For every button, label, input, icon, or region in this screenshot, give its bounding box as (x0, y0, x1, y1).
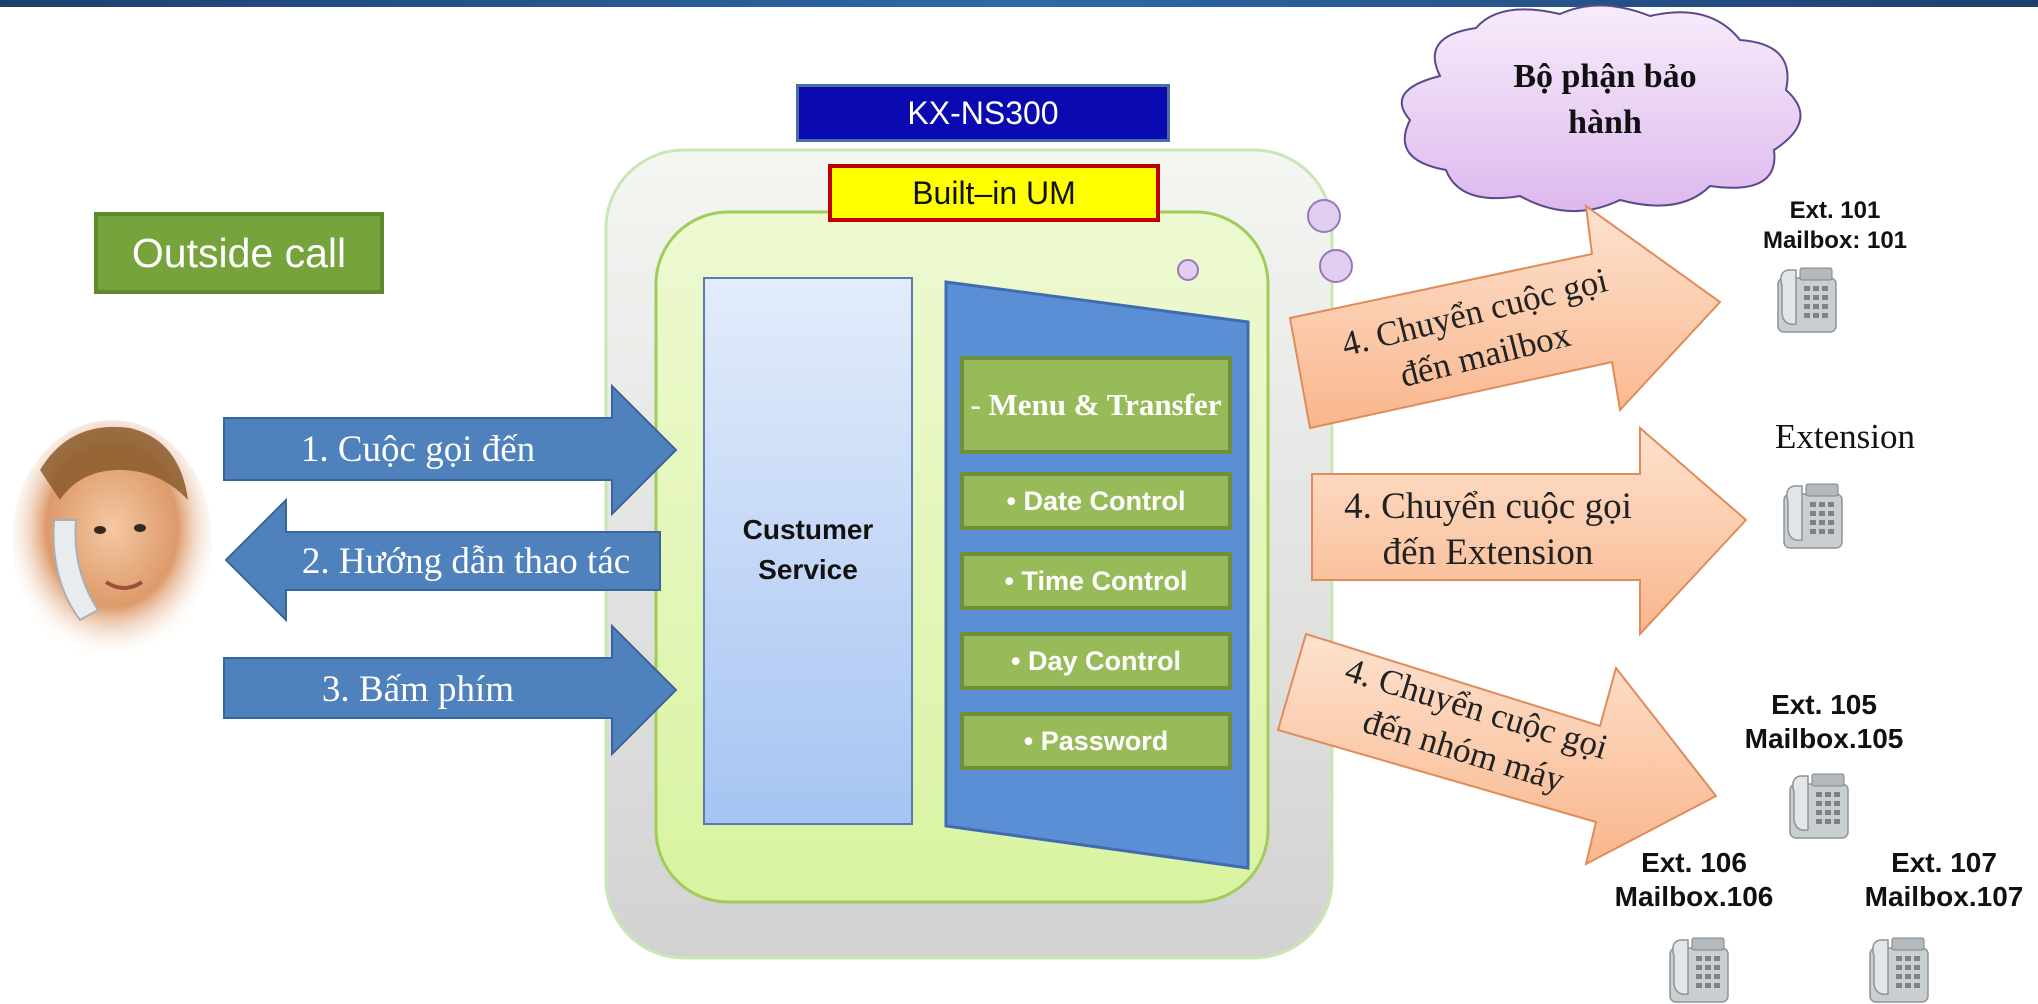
ext-107-mailbox: Mailbox.107 (1864, 881, 2024, 912)
menu-transfer-text: - Menu & Transfer (970, 387, 1222, 422)
top-accent-bar (0, 0, 2038, 7)
builtin-um-title: Built–in UM (828, 164, 1160, 222)
thought-bubble-3 (1177, 259, 1199, 281)
extension-label: Extension (1740, 412, 1950, 462)
time-control-item: • Time Control (960, 552, 1232, 610)
desk-phone-icon (1783, 483, 1843, 549)
arrow-incoming-call-label: 1. Cuộc gọi đến (224, 420, 612, 478)
customer-service-panel (703, 277, 913, 825)
outside-call-text: Outside call (131, 229, 347, 276)
arrow-press-key (223, 623, 678, 757)
extension-text: Extension (1775, 417, 1915, 456)
day-control-item: • Day Control (960, 632, 1232, 690)
time-control-text: • Time Control (1004, 566, 1188, 596)
arrow-to-extension-label: 4. Chuyển cuộc gọi đến Extension (1318, 480, 1658, 580)
ext-107-label: Ext. 107 Mailbox.107 (1852, 846, 2036, 914)
ext-101-number: Ext. 101 (1789, 197, 1881, 224)
password-item: • Password (960, 712, 1232, 770)
arrow-instructions-text: 2. Hướng dẫn thao tác (301, 540, 631, 582)
menu-transfer-item: - Menu & Transfer (960, 356, 1232, 454)
cloud-shape (1400, 4, 1802, 213)
ext-106-number: Ext. 106 (1641, 847, 1747, 878)
thought-bubble-2 (1319, 249, 1353, 283)
arrow-instructions-label: 2. Hướng dẫn thao tác (270, 534, 662, 588)
customer-service-text: Custumer Service (742, 514, 874, 585)
kx-ns300-title: KX-NS300 (796, 84, 1170, 142)
arrow-press-key-label: 3. Bấm phím (224, 660, 612, 718)
ext-106-label: Ext. 106 Mailbox.106 (1596, 846, 1792, 914)
ext-105-label: Ext. 105 Mailbox.105 (1724, 688, 1924, 756)
caller-photo (12, 420, 212, 660)
cloud-text: Bộ phận bảo hành (1513, 58, 1697, 141)
arrow-instructions (224, 497, 661, 623)
arrow-to-mailbox (1288, 203, 1722, 430)
arrow-press-key-text: 3. Bấm phím (321, 668, 515, 710)
ext-105-mailbox: Mailbox.105 (1744, 723, 1904, 754)
ext-107-number: Ext. 107 (1891, 847, 1997, 878)
password-text: • Password (1023, 726, 1169, 756)
arrow-to-group (1276, 632, 1718, 866)
desk-phone-icon (1789, 773, 1849, 839)
builtin-um-text: Built–in UM (912, 174, 1076, 211)
day-control-text: • Day Control (1011, 646, 1181, 676)
arrow-incoming-call-text: 1. Cuộc gọi đến (300, 428, 536, 470)
ext-105-number: Ext. 105 (1771, 689, 1877, 720)
ext-106-mailbox: Mailbox.106 (1614, 881, 1774, 912)
outside-call-label: Outside call (94, 212, 384, 294)
kx-ns300-text: KX-NS300 (907, 94, 1059, 131)
date-control-item: • Date Control (960, 472, 1232, 530)
ext-101-mailbox: Mailbox: 101 (1762, 227, 1908, 254)
desk-phone-icon (1869, 937, 1929, 1003)
desk-phone-icon (1669, 937, 1729, 1003)
customer-service-label: Custumer Service (712, 500, 904, 600)
arrow-incoming-call (223, 383, 678, 517)
cloud-label: Bộ phận bảo hành (1474, 50, 1736, 150)
desk-phone-icon (1777, 267, 1837, 333)
ext-101-label: Ext. 101 Mailbox: 101 (1740, 196, 1930, 256)
arrow-to-extension-line1: 4. Chuyển cuộc gọi (1344, 486, 1632, 527)
thought-bubble-1 (1307, 199, 1341, 233)
date-control-text: • Date Control (1006, 486, 1186, 516)
arrow-to-extension-line2: đến Extension (1382, 532, 1594, 573)
arrow-to-extension (1311, 425, 1748, 637)
